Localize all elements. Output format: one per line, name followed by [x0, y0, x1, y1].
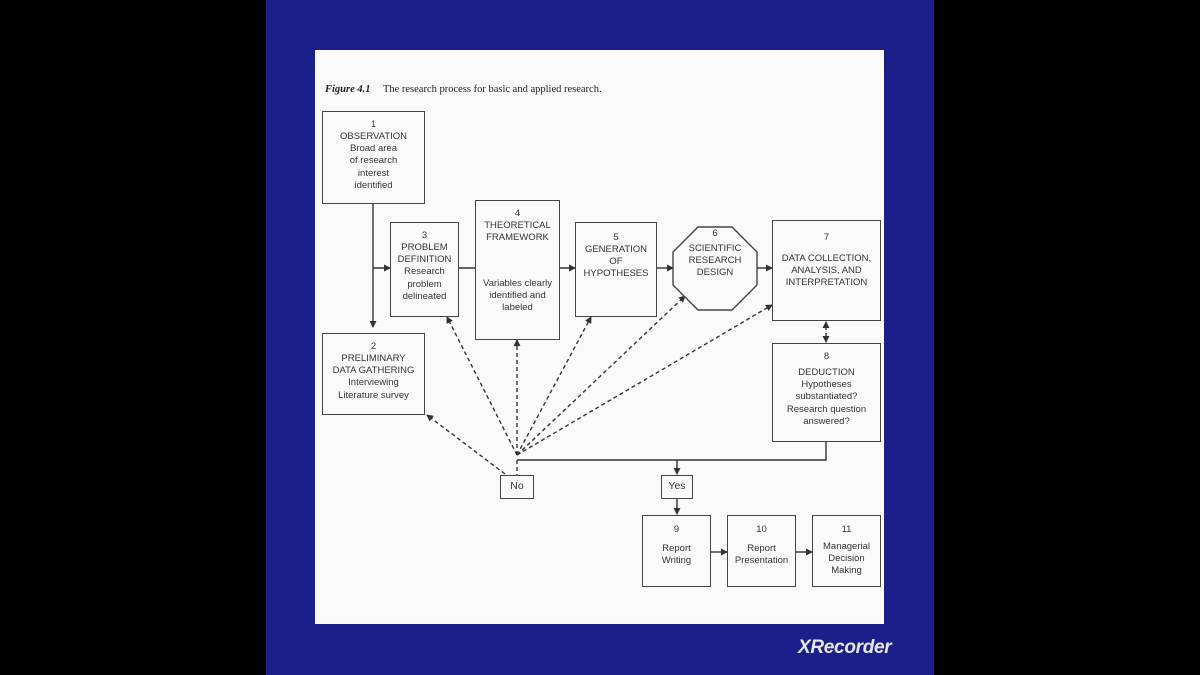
node-number: 6: [712, 228, 718, 239]
node-title: Managerial Decision Making: [823, 541, 870, 577]
decision-no-box: No: [500, 475, 534, 499]
decision-no-label: No: [510, 480, 524, 492]
node-number: 5: [613, 232, 619, 243]
node-number: 4: [514, 208, 521, 219]
node-description: Research problem delineated: [402, 266, 447, 302]
node-number: 7: [823, 232, 830, 243]
node-observation: 1 OBSERVATION Broad area of research int…: [322, 111, 425, 204]
node-number: 3: [421, 230, 428, 241]
node-data-collection: 7 DATA COLLECTION, ANALYSIS, AND INTERPR…: [772, 220, 881, 321]
node-scientific-research-design: 6 SCIENTIFIC RESEARCH DESIGN: [673, 228, 757, 280]
node-description: Variables clearly identified and labeled: [483, 278, 552, 314]
decision-yes-label: Yes: [668, 480, 686, 492]
node-title: PROBLEM DEFINITION: [397, 242, 452, 266]
node-title: Report Writing: [661, 543, 692, 567]
node-report-presentation: 10 Report Presentation: [727, 515, 796, 587]
xrecorder-watermark: XRecorder: [798, 637, 892, 658]
node-title: OBSERVATION: [339, 131, 408, 143]
node-generation-of-hypotheses: 5 GENERATION OF HYPOTHESES: [575, 222, 657, 317]
node-number: 10: [756, 524, 767, 535]
node-theoretical-framework: 4 THEORETICAL FRAMEWORK Variables clearl…: [475, 200, 560, 340]
node-preliminary-data-gathering: 2 PRELIMINARY DATA GATHERING Interviewin…: [322, 333, 425, 415]
node-title: SCIENTIFIC RESEARCH DESIGN: [688, 243, 742, 279]
node-deduction: 8 DEDUCTION Hypotheses substantiated? Re…: [772, 343, 881, 442]
node-problem-definition: 3 PROBLEM DEFINITION Research problem de…: [390, 222, 459, 317]
node-title: THEORETICAL FRAMEWORK: [484, 220, 551, 244]
node-number: 9: [673, 524, 680, 535]
figure-caption: Figure 4.1 The research process for basi…: [325, 84, 602, 95]
node-number: 1: [370, 119, 377, 130]
node-title: DEDUCTION: [798, 367, 855, 379]
node-title: Report Presentation: [734, 543, 789, 567]
node-description: Interviewing Literature survey: [338, 377, 409, 401]
figure-label: Figure 4.1: [325, 84, 371, 95]
decision-yes-box: Yes: [661, 475, 693, 499]
node-number: 2: [370, 341, 377, 352]
node-description: Broad area of research interest identifi…: [349, 143, 398, 191]
node-report-writing: 9 Report Writing: [642, 515, 711, 587]
node-managerial-decision-making: 11 Managerial Decision Making: [812, 515, 881, 587]
node-title: PRELIMINARY DATA GATHERING: [332, 353, 415, 377]
node-title: DATA COLLECTION, ANALYSIS, AND INTERPRET…: [781, 253, 872, 289]
node-number: 11: [841, 524, 852, 535]
figure-caption-text: The research process for basic and appli…: [382, 84, 602, 95]
node-title: GENERATION OF HYPOTHESES: [583, 244, 649, 280]
node-description: Hypotheses substantiated? Research quest…: [786, 379, 867, 427]
node-number: 8: [823, 351, 830, 362]
